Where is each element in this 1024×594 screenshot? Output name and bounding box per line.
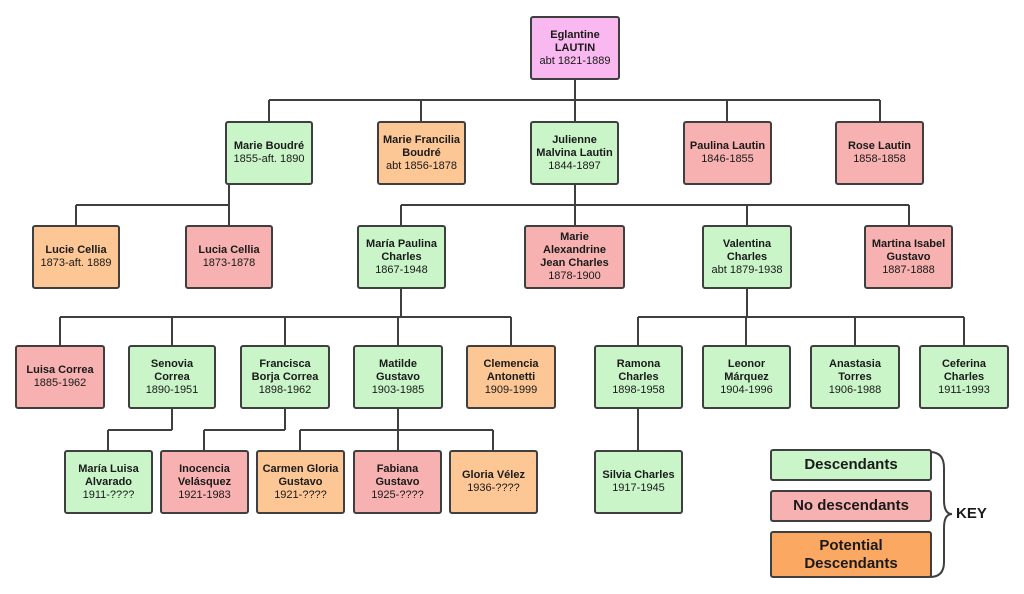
person-dates: 1898-1958 — [612, 383, 665, 396]
person-leonor-marquez: Leonor Márquez 1904-1996 — [702, 345, 791, 409]
person-dates: 1909-1999 — [484, 383, 538, 396]
person-dates: 1911-???? — [82, 488, 135, 501]
person-dates: 1904-1996 — [720, 383, 773, 396]
person-name: Martina Isabel Gustavo — [871, 237, 946, 263]
person-name: Marie Francilia Boudré — [382, 133, 461, 159]
person-name: Francisca Borja Correa — [251, 357, 319, 383]
person-marie-boudre: Marie Boudré 1855-aft. 1890 — [225, 121, 313, 185]
person-dates: abt 1879-1938 — [711, 263, 783, 276]
person-name: María Paulina Charles — [366, 237, 437, 263]
person-fabiana-gustavo: Fabiana Gustavo 1925-???? — [353, 450, 442, 514]
person-maria-paulina-charles: María Paulina Charles 1867-1948 — [357, 225, 446, 289]
person-dates: 1925-???? — [371, 488, 424, 501]
person-senovia-correa: Senovia Correa 1890-1951 — [128, 345, 216, 409]
person-name: Fabiana Gustavo — [375, 462, 420, 488]
person-francisca-borja-correa: Francisca Borja Correa 1898-1962 — [240, 345, 330, 409]
person-name: Clemencia Antonetti — [483, 357, 539, 383]
person-name: Inocencia Velásquez — [177, 462, 232, 488]
person-marie-francilia-boudre: Marie Francilia Boudré abt 1856-1878 — [377, 121, 466, 185]
person-dates: 1890-1951 — [145, 383, 199, 396]
person-dates: abt 1856-1878 — [386, 159, 457, 172]
person-clemencia-antonetti: Clemencia Antonetti 1909-1999 — [466, 345, 556, 409]
key-brace — [929, 451, 953, 578]
person-gloria-velez: Gloria Vélez 1936-???? — [449, 450, 538, 514]
person-lucia-cellia: Lucia Cellia 1873-1878 — [185, 225, 273, 289]
person-name: Gloria Vélez — [462, 469, 525, 481]
person-name: Ceferina Charles — [941, 357, 987, 383]
person-name: Ramona Charles — [616, 357, 661, 383]
person-name: Silvia Charles — [602, 469, 675, 481]
key-descendants: Descendants — [770, 449, 932, 481]
person-dates: 1921-???? — [274, 488, 327, 501]
person-name: Carmen Gloria Gustavo — [262, 462, 339, 488]
person-dates: 1903-1985 — [371, 383, 425, 396]
person-eglantine-lautin: Eglantine LAUTIN abt 1821-1889 — [530, 16, 620, 80]
person-dates: 1917-1945 — [612, 482, 665, 494]
person-name: Marie Boudré — [233, 140, 305, 152]
person-dates: 1873-1878 — [202, 257, 256, 269]
key-no-descendants: No descendants — [770, 490, 932, 522]
person-dates: 1844-1897 — [548, 159, 601, 172]
person-dates: 1867-1948 — [375, 263, 428, 276]
person-dates: 1898-1962 — [258, 383, 312, 396]
person-name: Matilde Gustavo — [375, 357, 420, 383]
key-potential-descendants: Potential Descendants — [770, 531, 932, 578]
person-dates: 1855-aft. 1890 — [233, 153, 305, 165]
person-ceferina-charles: Ceferina Charles 1911-1993 — [919, 345, 1009, 409]
person-ramona-charles: Ramona Charles 1898-1958 — [594, 345, 683, 409]
person-dates: 1936-???? — [467, 482, 520, 494]
person-martina-isabel-gustavo: Martina Isabel Gustavo 1887-1888 — [864, 225, 953, 289]
person-name: Senovia Correa — [150, 357, 194, 383]
person-inocencia-velasquez: Inocencia Velásquez 1921-1983 — [160, 450, 249, 514]
person-dates: 1858-1858 — [853, 153, 906, 165]
person-dates: 1911-1993 — [938, 383, 990, 396]
person-paulina-lautin: Paulina Lautin 1846-1855 — [683, 121, 772, 185]
person-carmen-gloria-gustavo: Carmen Gloria Gustavo 1921-???? — [256, 450, 345, 514]
person-name: Eglantine LAUTIN — [550, 28, 600, 54]
person-name: Leonor Márquez — [724, 357, 769, 383]
person-julienne-malvina-lautin: Julienne Malvina Lautin 1844-1897 — [530, 121, 619, 185]
person-name: Luisa Correa — [26, 364, 94, 376]
person-dates: 1846-1855 — [701, 153, 754, 165]
person-lucie-cellia: Lucie Cellia 1873-aft. 1889 — [32, 225, 120, 289]
person-luisa-correa: Luisa Correa 1885-1962 — [15, 345, 105, 409]
person-dates: 1921-1983 — [178, 488, 231, 501]
person-dates: 1878-1900 — [548, 270, 601, 282]
person-name: Rose Lautin — [848, 140, 911, 152]
person-name: Anastasia Torres — [829, 357, 881, 383]
person-name: Valentina Charles — [722, 237, 772, 263]
person-dates: abt 1821-1889 — [539, 54, 611, 67]
person-name: María Luisa Alvarado — [78, 462, 139, 488]
person-name: Lucie Cellia — [45, 244, 107, 256]
person-name: Julienne Malvina Lautin — [536, 133, 613, 159]
person-dates: 1873-aft. 1889 — [40, 257, 112, 269]
person-anastasia-torres: Anastasia Torres 1906-1988 — [810, 345, 900, 409]
person-marie-alexandrine-jean-charles: Marie Alexandrine Jean Charles 1878-1900 — [524, 225, 625, 289]
person-valentina-charles: Valentina Charles abt 1879-1938 — [702, 225, 792, 289]
person-dates: 1887-1888 — [882, 263, 935, 276]
person-name: Marie Alexandrine Jean Charles — [540, 231, 609, 269]
person-silvia-charles: Silvia Charles 1917-1945 — [594, 450, 683, 514]
person-name: Lucia Cellia — [198, 244, 260, 256]
person-matilde-gustavo: Matilde Gustavo 1903-1985 — [353, 345, 443, 409]
person-dates: 1906-1988 — [828, 383, 882, 396]
person-maria-luisa-alvarado: María Luisa Alvarado 1911-???? — [64, 450, 153, 514]
person-name: Paulina Lautin — [689, 140, 766, 152]
person-dates: 1885-1962 — [33, 377, 87, 389]
person-rose-lautin: Rose Lautin 1858-1858 — [835, 121, 924, 185]
key-title: KEY — [956, 505, 987, 522]
